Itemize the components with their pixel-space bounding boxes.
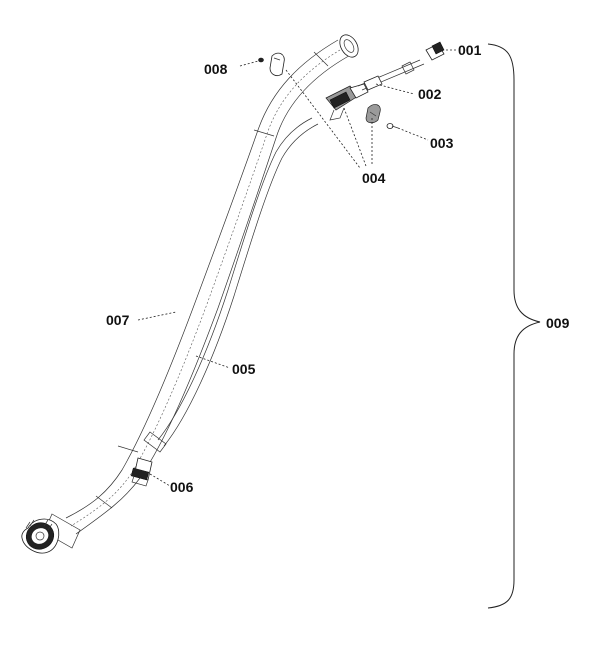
callout-009: 009 <box>546 315 570 331</box>
trigger-rod-part-002 <box>357 59 425 91</box>
callout-008: 008 <box>204 61 228 77</box>
trigger-handle-part-004 <box>325 83 381 124</box>
hose-cuff-nut <box>21 513 81 554</box>
hose-fitting-part-006 <box>130 457 153 487</box>
callout-005: 005 <box>232 361 256 377</box>
trigger-hose-part-005 <box>143 117 319 453</box>
callout-006: 006 <box>170 479 194 495</box>
callout-003: 003 <box>430 135 454 151</box>
assembly-brace-009 <box>487 43 541 609</box>
screw-part-003 <box>386 123 399 129</box>
callout-007: 007 <box>106 312 130 328</box>
callout-001: 001 <box>458 42 482 58</box>
hose-clip-part-008 <box>258 52 285 76</box>
callout-002: 002 <box>418 86 442 102</box>
leader-lines <box>137 49 458 487</box>
wand-tube-part-007 <box>65 34 359 535</box>
callout-004: 004 <box>362 170 386 186</box>
callout-labels: 001 002 003 004 005 006 007 008 009 <box>106 42 570 495</box>
nozzle-part-001 <box>425 41 445 61</box>
